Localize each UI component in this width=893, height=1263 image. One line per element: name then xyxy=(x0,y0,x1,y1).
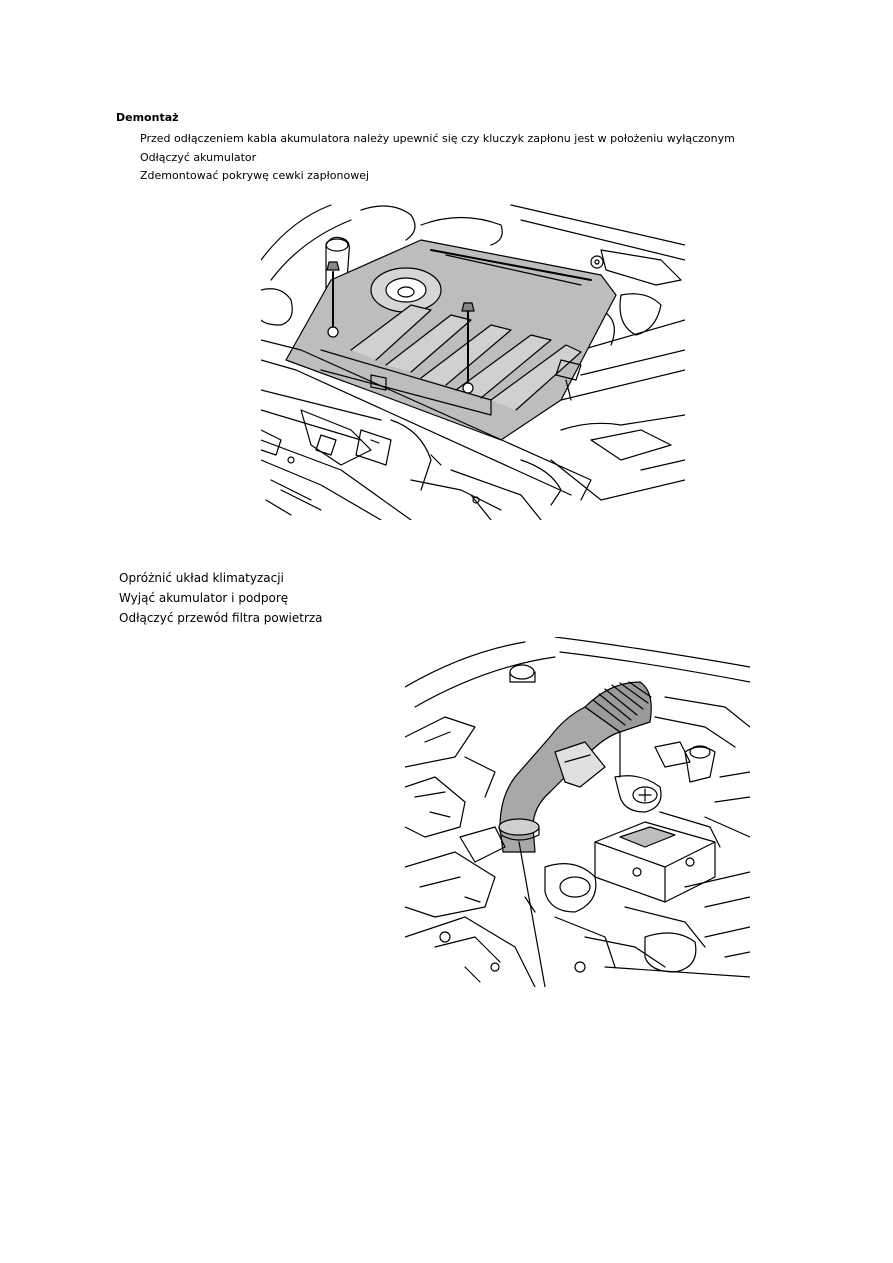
step-item: Opróżnić układ klimatyzacji xyxy=(119,571,284,585)
step-item: Zdemontować pokrywę cewki zapłonowej xyxy=(140,169,370,182)
step-item: Przed odłączeniem kabla akumulatora nale… xyxy=(140,132,735,145)
step-item: Odłączyć przewód filtra powietrza xyxy=(119,611,323,625)
air-filter-hose-illustration xyxy=(405,637,750,987)
engine-cover-illustration xyxy=(261,200,685,520)
step-item: Wyjąć akumulator i podporę xyxy=(119,591,289,605)
step-item: Odłączyć akumulator xyxy=(140,150,257,164)
step-list-2: Opróżnić układ klimatyzacji Wyjąć akumul… xyxy=(119,568,323,628)
section-heading: Demontaż xyxy=(116,111,179,124)
step-list-1: Przed odłączeniem kabla akumulatora nale… xyxy=(140,130,735,186)
